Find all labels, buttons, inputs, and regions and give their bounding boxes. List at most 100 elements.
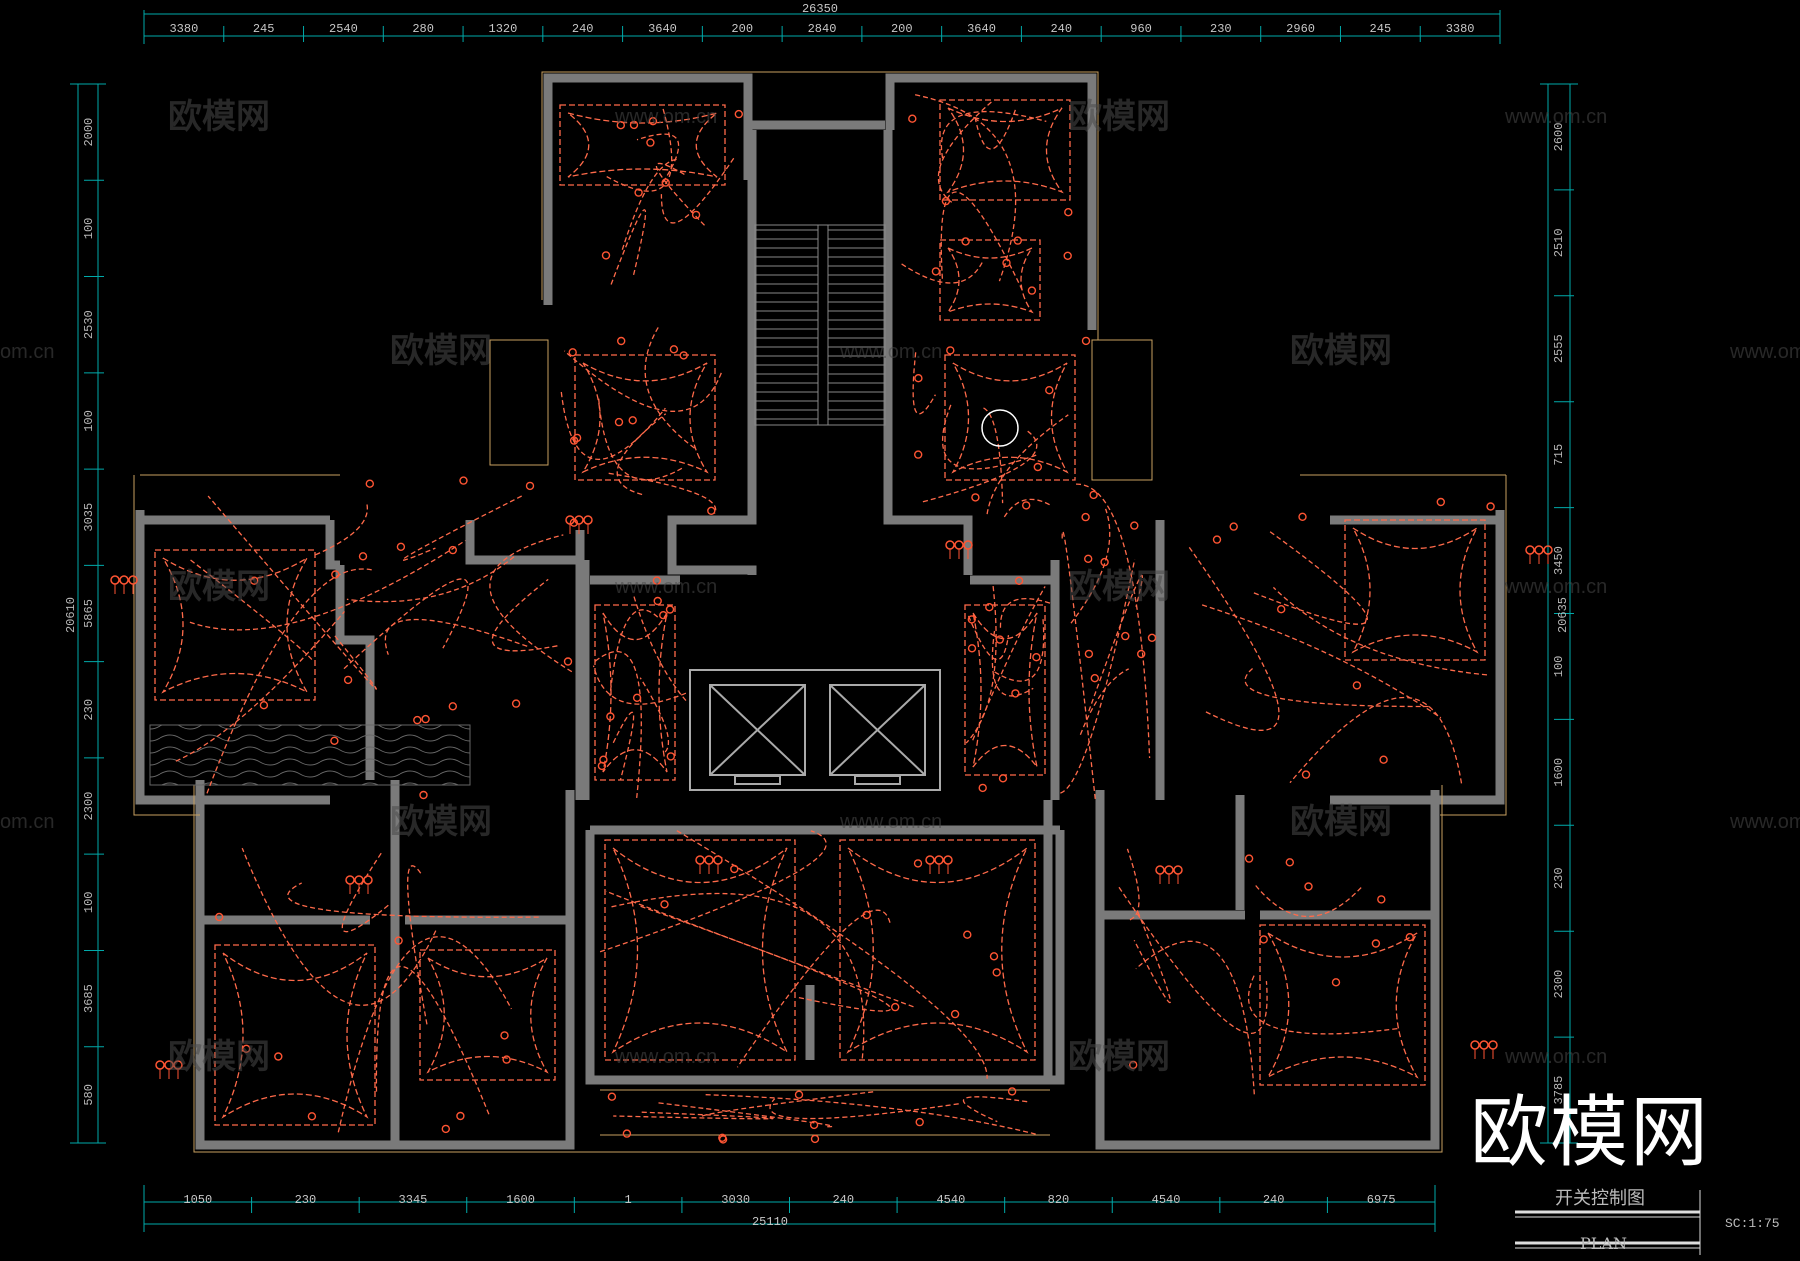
circuit-run (940, 191, 1023, 291)
light-fixture-icon (730, 864, 739, 874)
ceiling-curve (581, 362, 709, 474)
dim-label: 3685 (82, 984, 96, 1013)
light-fixture-icon (1083, 554, 1093, 563)
light-fixture-icon (1352, 681, 1362, 690)
light-fixture-icon (669, 345, 679, 354)
light-fixture-icon (563, 657, 573, 666)
watermark-url: www.om.cn (1729, 341, 1800, 363)
light-fixture-icon (1285, 858, 1295, 867)
circuit-run (384, 618, 528, 655)
light-fixture-icon (1021, 501, 1031, 510)
switch-icon (1479, 1040, 1489, 1050)
light-fixture-icon (622, 1129, 632, 1138)
watermark-url: www.om.cn (839, 341, 942, 363)
light-fixture-icon (214, 912, 224, 922)
circuit-run (914, 94, 1017, 282)
ceiling-curve (946, 107, 1064, 194)
dim-label: 230 (1210, 22, 1232, 36)
circuit-run (1135, 940, 1255, 1095)
dim-label: 3640 (648, 22, 677, 36)
circuit-run (207, 495, 377, 690)
circuit-run (1188, 547, 1280, 731)
light-fixture-icon (1027, 286, 1037, 295)
ceiling-curve (946, 246, 1034, 314)
watermark-url-partial: om.cn (0, 341, 54, 363)
light-fixture-icon (989, 952, 999, 961)
circuit-run (1088, 574, 1144, 712)
light-fixture-icon (1405, 933, 1415, 942)
switch-icon (943, 855, 953, 865)
dimension-lines (70, 10, 1578, 1232)
light-fixture-icon (511, 699, 521, 708)
dim-label: 2510 (1552, 228, 1566, 257)
switch-icon (713, 855, 723, 865)
ceiling-panels (154, 99, 1486, 1126)
light-fixture-icon (599, 755, 608, 764)
dim-label: 3380 (169, 22, 198, 36)
ceiling-curve (611, 847, 789, 1054)
light-fixture-icon (1244, 854, 1254, 863)
switch-icon (583, 515, 593, 525)
dim-label: 2840 (808, 22, 837, 36)
circuit-run (613, 1111, 774, 1120)
ceiling-panel (944, 354, 1076, 481)
circuit-run (594, 650, 642, 798)
light-fixture-icon (502, 1055, 511, 1064)
watermark-url: www.om.cn (614, 576, 717, 598)
light-fixture-icon (1128, 1060, 1138, 1070)
circuit-run (676, 830, 988, 1079)
texture-strip (149, 724, 471, 786)
light-fixture-icon (421, 714, 430, 724)
circuit-run (612, 711, 635, 780)
light-fixture-icon (365, 479, 374, 488)
watermark-url: www.om.cn (1504, 1046, 1607, 1068)
watermark-brand: 欧模网 (168, 567, 270, 607)
light-fixture-icon (1033, 462, 1043, 472)
ceiling-panel (939, 239, 1041, 321)
light-fixture-icon (343, 675, 353, 685)
light-fixture-icon (666, 752, 675, 761)
dim-label: 245 (1370, 22, 1392, 36)
dim-label: 3345 (399, 1193, 428, 1207)
drawing-subtitle: PLAN (1580, 1234, 1627, 1253)
circuit-run (1272, 586, 1488, 676)
watermark-big: 欧模网 (1470, 1088, 1711, 1178)
walls (135, 73, 1505, 1150)
dim-bottom-total: 25110 (752, 1215, 788, 1229)
ceiling-curve (846, 847, 1029, 1054)
switch-icon (695, 855, 705, 865)
dim-label: 715 (1552, 444, 1566, 466)
dim-label: 5865 (82, 599, 96, 628)
stair (754, 224, 886, 426)
circuit-run (287, 882, 539, 918)
circuit-run (994, 619, 1045, 682)
light-fixture-icon (967, 644, 977, 653)
light-fixture-icon (679, 351, 688, 360)
light-fixture-icon (459, 476, 468, 485)
light-fixture-icon (809, 1120, 819, 1130)
dim-label: 820 (1048, 1193, 1070, 1207)
light-fixture-icon (307, 1112, 317, 1121)
light-fixture-icon (1304, 882, 1313, 891)
dim-right-total: 20635 (1556, 597, 1570, 633)
circuit-run (1201, 604, 1442, 719)
circuit-run (999, 598, 1051, 630)
light-fixture-icon (274, 1052, 283, 1061)
circuit-run (314, 504, 368, 556)
ceiling-curve (161, 557, 309, 694)
circuit-run (616, 413, 667, 496)
dim-label: 1600 (1552, 758, 1566, 787)
dim-label: 240 (832, 1193, 854, 1207)
dim-top-total: 26350 (802, 2, 838, 16)
ceiling-panel (1344, 519, 1486, 661)
light-fixture-icon (1002, 258, 1011, 268)
dim-label: 200 (731, 22, 753, 36)
circuit-run (346, 556, 515, 603)
light-fixture-icon (998, 774, 1008, 783)
light-fixture-icon (1259, 935, 1268, 944)
dim-label: 960 (1130, 22, 1152, 36)
light-fixture-icon (396, 542, 406, 551)
light-fixture-icon (330, 736, 339, 745)
switch-icon (1488, 1040, 1498, 1050)
light-fixture-icon (569, 436, 579, 445)
